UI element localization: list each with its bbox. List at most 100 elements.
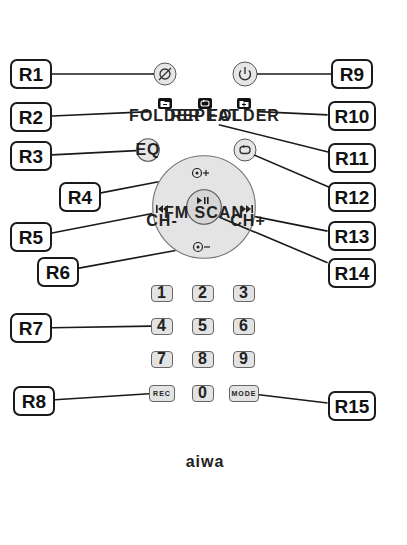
leader-line bbox=[40, 73, 154, 75]
remote-body: aiwaFOLDERREPEATFOLDEREQCH-CH+FM SCAN123… bbox=[118, 6, 292, 545]
brand-logo: aiwa bbox=[186, 454, 225, 470]
button-label: 6 bbox=[239, 318, 249, 334]
callout-box: R13 bbox=[328, 221, 377, 251]
button-label: 7 bbox=[157, 351, 167, 367]
leader-line bbox=[257, 73, 340, 75]
loop-glyph bbox=[201, 101, 209, 106]
callout-number: R12 bbox=[335, 188, 370, 207]
leader-line bbox=[52, 213, 152, 232]
button-label: 4 bbox=[157, 318, 167, 334]
callout-number: R7 bbox=[19, 319, 43, 338]
keypad-button: 7 bbox=[151, 351, 173, 368]
keypad-button: MODE bbox=[229, 385, 259, 402]
button-label: 0 bbox=[198, 385, 208, 401]
nav-wheel: CH-CH+FM SCAN bbox=[152, 155, 256, 259]
loop-arrow bbox=[203, 100, 205, 102]
keypad-button: 5 bbox=[192, 318, 214, 335]
triangle bbox=[197, 197, 202, 204]
callout-box: R6 bbox=[37, 257, 79, 287]
button-label: 8 bbox=[198, 351, 208, 367]
round-button: EQ bbox=[136, 138, 160, 162]
button-label: 1 bbox=[157, 285, 167, 301]
keypad-button: 6 bbox=[233, 318, 255, 335]
leader-line bbox=[255, 217, 327, 231]
bar bbox=[156, 205, 158, 213]
button-label: 9 bbox=[239, 351, 249, 367]
remote-outline bbox=[120, 8, 290, 545]
triangle bbox=[246, 205, 251, 213]
bar bbox=[251, 205, 253, 213]
button-label: EQ bbox=[135, 142, 160, 158]
callout-box: R7 bbox=[10, 313, 52, 343]
power-icon bbox=[244, 67, 245, 74]
mute-button bbox=[154, 63, 176, 85]
callout-box: R8 bbox=[13, 386, 55, 416]
leader-lines bbox=[40, 74, 345, 194]
callout-box: R3 bbox=[10, 141, 52, 171]
loop-arrow bbox=[243, 145, 246, 148]
callout-box: R2 bbox=[10, 102, 52, 132]
keypad-button: 4 bbox=[151, 318, 173, 335]
callout-number: R2 bbox=[19, 108, 43, 127]
button-label: REC bbox=[153, 390, 171, 397]
callout-number: R10 bbox=[335, 107, 370, 126]
leader-line bbox=[259, 395, 328, 403]
callout-number: R3 bbox=[19, 147, 43, 166]
callout-number: R6 bbox=[46, 263, 70, 282]
keypad-button: 2 bbox=[192, 285, 214, 302]
plus-glyph bbox=[244, 103, 245, 107]
callout-box: R10 bbox=[328, 101, 377, 131]
volume-ring bbox=[193, 169, 202, 178]
leader-line bbox=[55, 394, 149, 400]
leader-line bbox=[79, 250, 175, 268]
callout-number: R5 bbox=[19, 228, 43, 247]
volume-dot bbox=[196, 172, 199, 175]
triangle bbox=[158, 205, 163, 213]
button-label: FM SCAN bbox=[164, 205, 244, 221]
button-body bbox=[234, 139, 256, 161]
keypad-button: 3 bbox=[233, 285, 255, 302]
callout-number: R11 bbox=[335, 149, 369, 168]
icon-button: FOLDER bbox=[230, 97, 258, 125]
center-button: FM SCAN bbox=[186, 189, 222, 225]
mute-slash bbox=[159, 68, 171, 80]
callout-number: R1 bbox=[19, 65, 43, 84]
button-label: 3 bbox=[239, 285, 249, 301]
keypad-button: 8 bbox=[192, 351, 214, 368]
callout-box: R14 bbox=[328, 258, 377, 288]
callout-number: R9 bbox=[340, 65, 364, 84]
callout-box: R15 bbox=[328, 391, 377, 421]
nav-wheel-fill bbox=[152, 155, 256, 259]
volume-down-icon bbox=[194, 243, 211, 252]
bar bbox=[204, 197, 206, 204]
callout-number: R8 bbox=[22, 392, 46, 411]
volume-up-icon bbox=[193, 169, 210, 178]
loop-icon bbox=[240, 147, 250, 154]
minus-glyph bbox=[204, 246, 210, 247]
mute-icon bbox=[160, 69, 170, 79]
volume-ring bbox=[194, 243, 203, 252]
leader-line bbox=[52, 326, 151, 328]
plus-glyph bbox=[205, 170, 206, 176]
folder-glyph bbox=[240, 101, 249, 107]
callout-box: R5 bbox=[10, 222, 52, 252]
callout-number: R14 bbox=[335, 264, 370, 283]
leader-line bbox=[52, 151, 136, 155]
keypad-button: 0 bbox=[192, 385, 214, 402]
power-button bbox=[233, 62, 257, 86]
callout-box: R12 bbox=[328, 182, 377, 212]
button-label: FOLDER bbox=[208, 108, 280, 124]
minus-glyph bbox=[163, 104, 167, 105]
keypad-button: REC bbox=[149, 385, 175, 402]
keypad-button: 1 bbox=[151, 285, 173, 302]
callout-box: R4 bbox=[59, 182, 101, 212]
button-label: 2 bbox=[198, 285, 208, 301]
text-holder: FM SCAN bbox=[164, 205, 244, 221]
folder-glyph bbox=[161, 101, 170, 107]
button-label: 5 bbox=[198, 318, 208, 334]
callout-number: R13 bbox=[335, 227, 370, 246]
keypad-button: 9 bbox=[233, 351, 255, 368]
callout-box: R11 bbox=[328, 143, 376, 173]
callout-number: R4 bbox=[68, 188, 92, 207]
